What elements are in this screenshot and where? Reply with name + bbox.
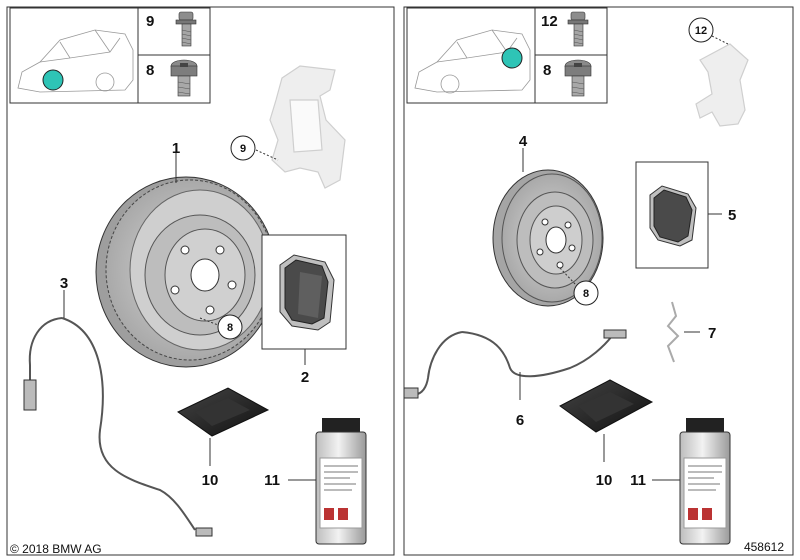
callout-screw-rear: 8 xyxy=(583,288,589,300)
bolt-icon xyxy=(175,11,197,47)
label-wear-sensor-rear: 6 xyxy=(516,412,524,429)
label-brake-disc-front: 1 xyxy=(172,140,180,157)
right-inset: 12 8 xyxy=(406,7,608,104)
caliper-carrier-ghost xyxy=(269,65,346,189)
grease-packet-front xyxy=(177,387,270,437)
left-panel: 9 8 9 xyxy=(6,6,395,556)
wear-sensor-front xyxy=(23,317,213,537)
right-panel: 12 8 12 xyxy=(403,6,794,556)
caliper-carrier-rear-ghost xyxy=(695,43,749,127)
label-grease-rear: 10 xyxy=(596,472,613,489)
car-outline-icon xyxy=(17,29,134,93)
copyright-text: © 2018 BMW AG xyxy=(10,542,102,556)
front-position-marker xyxy=(42,69,64,91)
right-inset-top-label: 12 xyxy=(541,13,558,30)
label-spray-can-rear: 11 xyxy=(630,472,646,489)
bolt-icon xyxy=(567,11,589,47)
callout-caliper-rear: 12 xyxy=(695,25,707,37)
brake-pads-rear xyxy=(635,161,709,269)
label-brake-disc-rear: 4 xyxy=(519,133,528,150)
spring-clip xyxy=(666,301,680,363)
spray-can-front xyxy=(315,418,367,545)
wear-sensor-rear xyxy=(403,329,627,399)
screw-icon xyxy=(170,59,198,97)
right-panel-frame xyxy=(403,6,794,556)
diagram-number: 458612 xyxy=(744,540,784,554)
brake-disc-rear xyxy=(492,169,604,307)
car-outline-icon xyxy=(414,29,531,94)
brake-disc-front xyxy=(95,176,277,368)
brake-pads-front xyxy=(261,234,347,350)
callout-screw-front: 8 xyxy=(227,322,233,334)
label-brake-pads-rear: 5 xyxy=(728,207,736,224)
callout-caliper-front: 9 xyxy=(240,143,246,155)
spray-can-rear xyxy=(679,418,731,545)
label-brake-pads-front: 2 xyxy=(301,369,309,386)
label-grease-front: 10 xyxy=(202,472,219,489)
label-spray-can-front: 11 xyxy=(264,472,280,489)
right-inset-bottom-label: 8 xyxy=(543,62,551,79)
screw-icon xyxy=(564,59,592,97)
rear-position-marker xyxy=(501,47,523,69)
left-inset-bottom-label: 8 xyxy=(146,62,154,79)
grease-packet-rear xyxy=(559,379,654,433)
left-inset: 9 8 xyxy=(9,7,211,104)
left-panel-frame xyxy=(6,6,395,556)
label-wear-sensor-front: 3 xyxy=(60,275,68,292)
left-inset-top-label: 9 xyxy=(146,13,154,30)
label-spring-clip: 7 xyxy=(708,325,716,342)
